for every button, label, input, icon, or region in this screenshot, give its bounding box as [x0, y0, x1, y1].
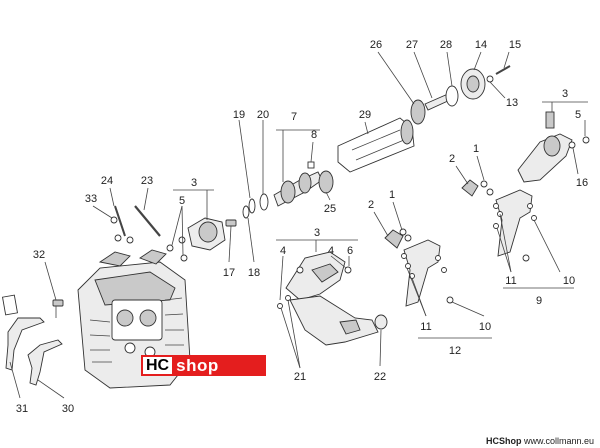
washer-13 — [486, 75, 494, 83]
logo-hc-text: HC — [143, 357, 173, 374]
callout-30: 30 — [62, 403, 74, 415]
callout-6: 6 — [347, 245, 353, 257]
callout-8: 8 — [311, 129, 317, 141]
callout-3-left: 3 — [191, 177, 197, 189]
camshaft — [273, 161, 334, 207]
callout-11-right: 11 — [505, 275, 516, 287]
pulley-14 — [460, 68, 486, 100]
callout-7: 7 — [291, 111, 297, 123]
callout-17: 17 — [223, 267, 235, 279]
callout-20: 20 — [257, 109, 269, 121]
stud-23 — [134, 205, 161, 237]
tappet-center — [384, 228, 412, 249]
callout-2-center: 2 — [368, 199, 374, 211]
callout-31: 31 — [16, 403, 28, 415]
washer-18 — [242, 205, 250, 219]
callout-1-center: 1 — [389, 189, 395, 201]
callout-9: 9 — [536, 295, 542, 307]
rocker-right — [517, 111, 590, 183]
logo-shop-text: shop — [176, 355, 219, 375]
callout-32: 32 — [33, 249, 45, 261]
cylinder-head — [77, 249, 191, 389]
footer-url: www.collmann.eu — [523, 436, 594, 446]
leader-lines — [9, 51, 588, 399]
washer-33 — [110, 216, 118, 224]
bolt-32 — [52, 299, 64, 318]
callout-28: 28 — [440, 39, 452, 51]
callout-10-center: 10 — [479, 321, 491, 333]
callout-5-right: 5 — [575, 109, 581, 121]
callout-25: 25 — [324, 203, 336, 215]
callout-33: 33 — [85, 193, 97, 205]
bushing-22 — [374, 314, 388, 330]
callout-18: 18 — [248, 267, 260, 279]
stud-24 — [114, 205, 126, 237]
callout-27: 27 — [406, 39, 418, 51]
tappet-right — [461, 179, 494, 197]
chain-guide-30 — [27, 339, 63, 386]
bolt-15 — [495, 65, 511, 75]
footer-credit: HCShop www.collmann.eu — [486, 436, 594, 446]
callout-12: 12 — [449, 345, 461, 357]
callout-1-right: 1 — [473, 143, 479, 155]
washer-20 — [259, 193, 269, 211]
callout-labels: 26 27 28 14 15 13 3 5 16 29 19 20 7 8 25… — [16, 39, 588, 415]
sleeve — [2, 294, 18, 316]
callout-2-right: 2 — [449, 153, 455, 165]
callout-24: 24 — [101, 175, 113, 187]
rocker-arm-12 — [401, 239, 454, 307]
sprocket-26 — [410, 99, 426, 125]
callout-23: 23 — [141, 175, 153, 187]
callout-5-left: 5 — [179, 195, 185, 207]
callout-14: 14 — [475, 39, 487, 51]
callout-11-center: 11 — [420, 321, 431, 333]
callout-19: 19 — [233, 109, 245, 121]
callout-4-a: 4 — [280, 245, 286, 257]
washer-19 — [248, 198, 256, 214]
callout-26: 26 — [370, 39, 382, 51]
callout-29: 29 — [359, 109, 371, 121]
callout-13: 13 — [506, 97, 518, 109]
callout-3-center: 3 — [314, 227, 320, 239]
callout-15: 15 — [509, 39, 521, 51]
rocker-support-left — [166, 217, 226, 262]
callout-22: 22 — [374, 371, 386, 383]
chain-guide-31 — [5, 317, 45, 371]
callout-10-right: 10 — [563, 275, 575, 287]
rocker-arm-9 — [493, 189, 537, 262]
cover-29 — [337, 117, 415, 173]
callout-21: 21 — [294, 371, 306, 383]
footer-brand: HCShop — [485, 436, 522, 446]
callout-16: 16 — [576, 177, 588, 189]
callout-3-right: 3 — [562, 88, 568, 100]
pin-17 — [225, 219, 237, 227]
rocker-support-center — [277, 251, 379, 346]
callout-4-b: 4 — [328, 245, 334, 257]
oring-28 — [445, 85, 459, 107]
hcshop-watermark-logo: HC shop — [141, 355, 266, 376]
